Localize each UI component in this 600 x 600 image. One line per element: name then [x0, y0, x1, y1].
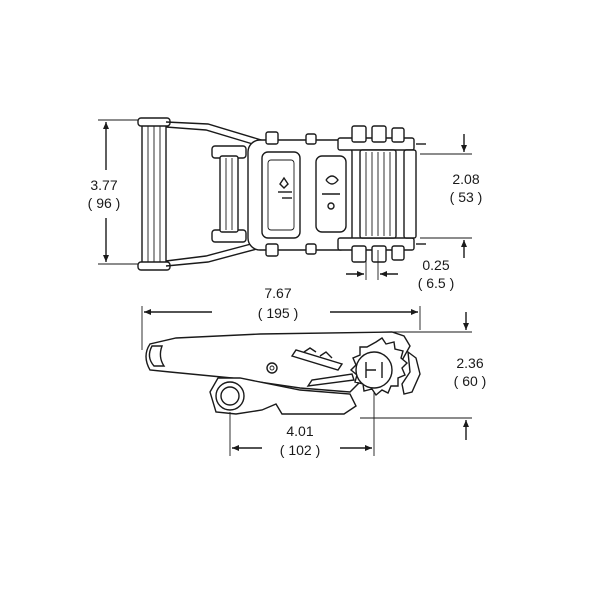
side-view [145, 331, 421, 415]
top-view-side-straps [165, 121, 269, 267]
dimension-side-pin-span: 4.01 ( 102 ) [229, 392, 375, 458]
dim-inner-height-inch: 2.08 [452, 171, 479, 187]
dimension-side-height: 2.36 ( 60 ) [360, 312, 486, 440]
dim-top-height-inch: 3.77 [90, 177, 117, 193]
dim-top-height-mm: ( 96 ) [88, 195, 121, 211]
dim-inner-height-mm: ( 53 ) [450, 189, 483, 205]
side-view-pivot-nut [215, 381, 245, 411]
top-view-handle-bar [137, 117, 171, 271]
dim-thickness-mm: ( 6.5 ) [418, 275, 455, 291]
top-view [137, 117, 426, 271]
side-view-ratchet-wheel [349, 337, 421, 397]
dimension-top-thickness: 0.25 ( 6.5 ) [346, 250, 454, 291]
dimension-top-height: 3.77 ( 96 ) [88, 119, 138, 265]
dim-pin-span-mm: ( 102 ) [280, 442, 320, 458]
dim-side-length-inch: 7.67 [264, 285, 291, 301]
side-view-lever [209, 377, 357, 415]
dimension-top-inner-height: 2.08 ( 53 ) [420, 134, 482, 258]
top-view-left-spool [211, 145, 247, 243]
top-view-ratchet-spool [337, 125, 426, 263]
dim-side-height-inch: 2.36 [456, 355, 483, 371]
side-view-hole [266, 362, 278, 374]
top-view-center-frame [247, 131, 353, 257]
dimension-side-length: 7.67 ( 195 ) [141, 285, 421, 350]
dim-thickness-inch: 0.25 [422, 257, 449, 273]
dim-pin-span-inch: 4.01 [286, 423, 313, 439]
dim-side-height-mm: ( 60 ) [454, 373, 487, 389]
dim-side-length-mm: ( 195 ) [258, 305, 298, 321]
